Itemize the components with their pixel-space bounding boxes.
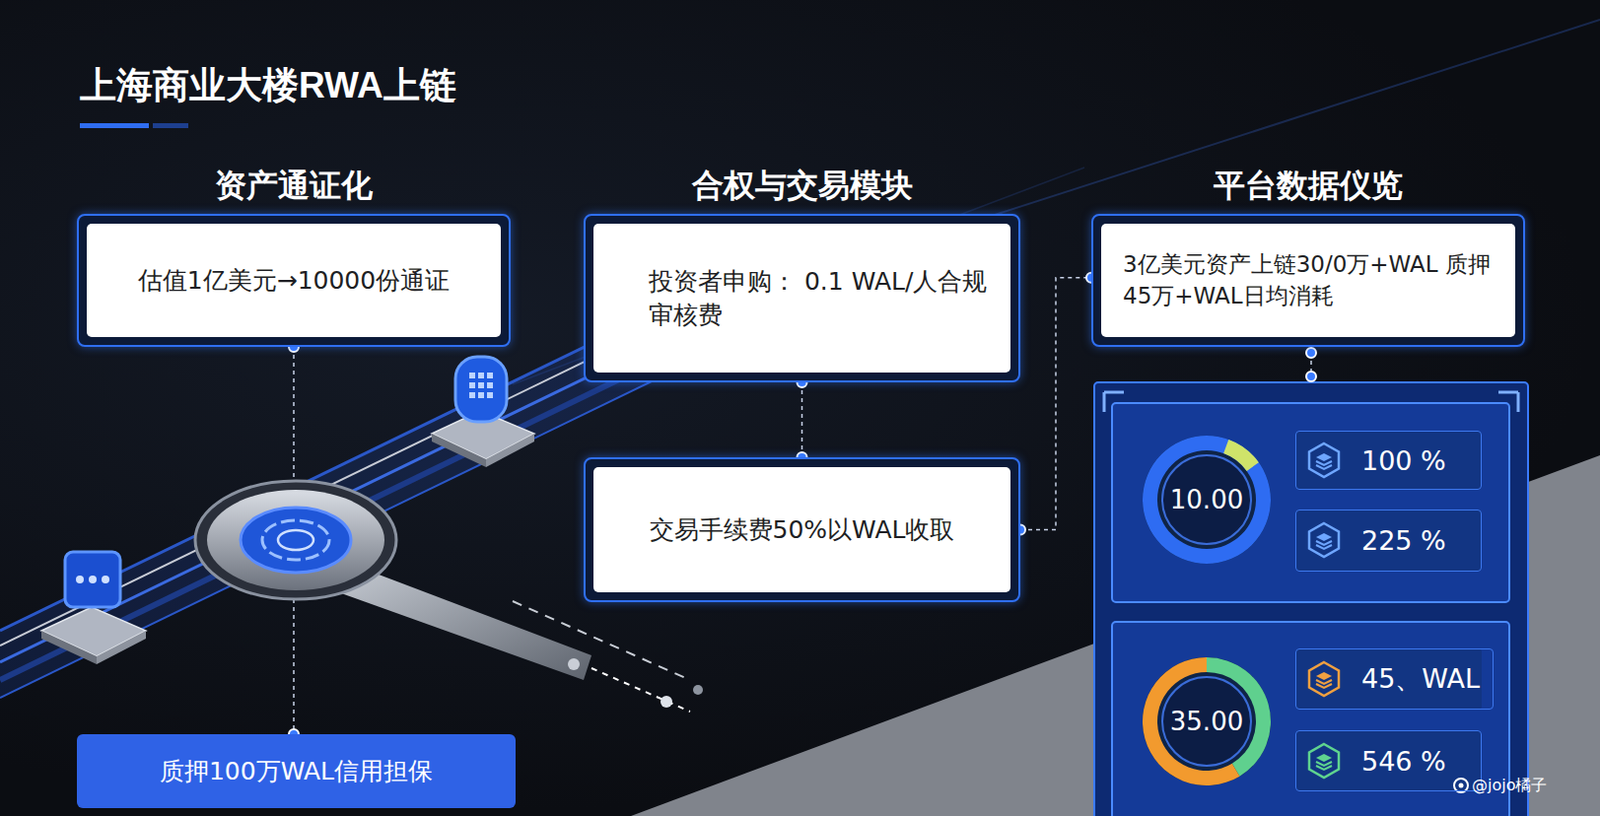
dashed-connector: [1020, 278, 1092, 531]
stat-box: 546 %: [1295, 730, 1482, 792]
watermark: @jojo橘子: [1471, 775, 1547, 797]
stat-box: 45、WAL: [1295, 648, 1494, 710]
info-card: 3亿美元资产上链30/0万+WAL 质押45万+WAL日均消耗平台数据仪览: [1091, 213, 1526, 348]
info-card: 投资者申购： 0.1 WAL/人合规审核费合权与交易模块: [583, 213, 1021, 383]
stat-value: 45、WAL: [1361, 661, 1480, 697]
section-heading: 平台数据仪览: [1073, 166, 1543, 205]
connector-group: [1015, 273, 1097, 536]
stat-box: 225 %: [1295, 509, 1482, 572]
card-text: 交易手续费50%以WAL收取: [649, 513, 956, 548]
section-heading: 合权与交易模块: [565, 166, 1039, 205]
title-bar: [79, 123, 149, 129]
title: 上海商业大楼RWA上链: [79, 61, 457, 111]
stat-value: 100 %: [1361, 445, 1447, 477]
gauge-value: 35.00: [1170, 706, 1244, 737]
card-text: 3亿美元资产上链30/0万+WAL 质押45万+WAL日均消耗: [1122, 249, 1494, 311]
watermark-logo: [1454, 778, 1468, 793]
title-bar: [152, 123, 189, 129]
card-face: 交易手续费50%以WAL收取: [593, 467, 1011, 593]
section-heading: 资产通证化: [59, 166, 529, 205]
box-text: 质押100万WAL信用担保: [159, 755, 433, 788]
info-card: 估值1亿美元→10000份通证资产通证化: [76, 213, 511, 348]
gauge-circle: 35.00: [1140, 655, 1273, 788]
card-face: 估值1亿美元→10000份通证: [86, 223, 501, 338]
hub-disc: [195, 481, 397, 600]
connector-group: [797, 377, 808, 463]
highlight-box: 质押100万WAL信用担保: [76, 734, 516, 809]
card-face: 3亿美元资产上链30/0万+WAL 质押45万+WAL日均消耗: [1101, 223, 1516, 338]
card-text: 投资者申购： 0.1 WAL/人合规审核费: [648, 265, 989, 333]
stat-box: 100 %: [1295, 430, 1482, 490]
card-text: 估值1亿美元→10000份通证: [138, 264, 450, 298]
stat-value: 546 %: [1361, 746, 1447, 777]
chip-icon: [431, 356, 535, 468]
gauge-value: 10.00: [1170, 485, 1244, 515]
card-face: 投资者申购： 0.1 WAL/人合规审核费: [593, 223, 1011, 373]
info-card: 交易手续费50%以WAL收取: [583, 457, 1021, 603]
chat-icon: [41, 552, 146, 665]
gauge-circle: 10.00: [1140, 433, 1273, 566]
stat-value: 225 %: [1361, 525, 1447, 557]
dashboard-panel: [1094, 347, 1529, 816]
dashed-connector: [801, 382, 804, 458]
